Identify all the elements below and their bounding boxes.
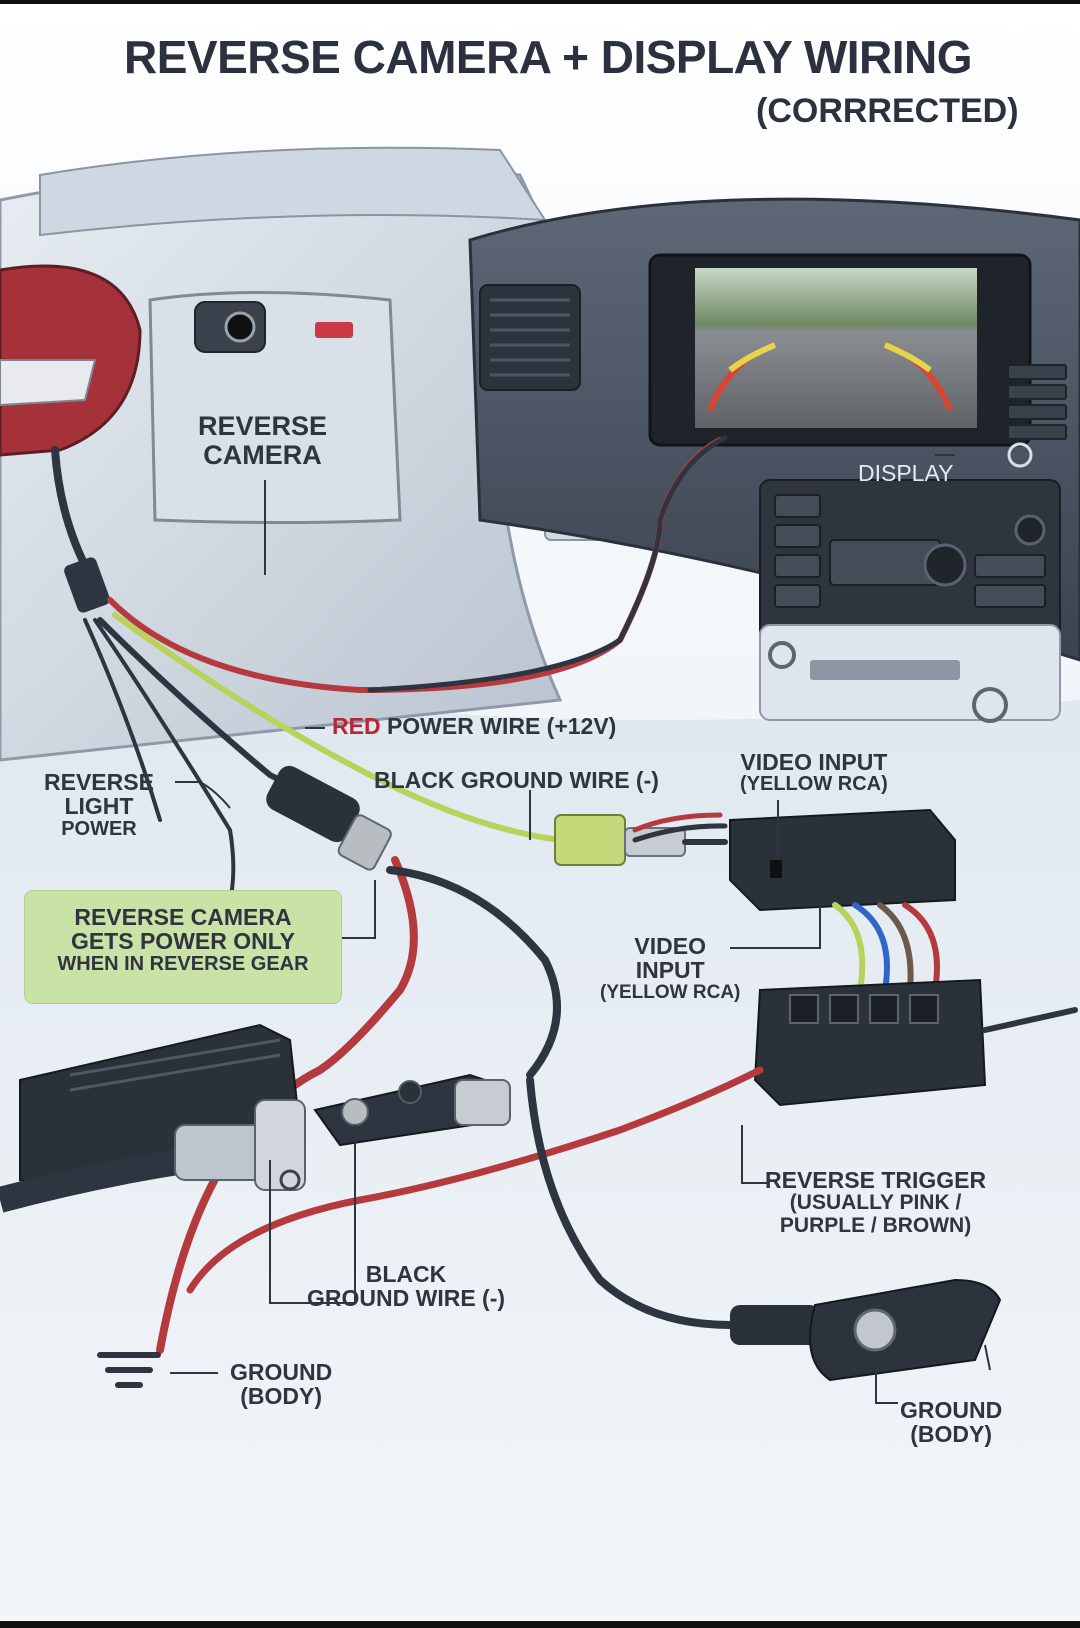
label-reverse-camera: REVERSE CAMERA bbox=[198, 411, 328, 470]
label-black-ground-top: BLACK GROUND WIRE (-) bbox=[374, 767, 659, 793]
ground-bolt-icon bbox=[853, 1308, 897, 1352]
volume-knob bbox=[923, 543, 967, 587]
ground-symbol-icon bbox=[97, 1352, 161, 1388]
callout-box: REVERSE CAMERA GETS POWER ONLY WHEN IN R… bbox=[24, 890, 342, 1004]
label-video-input-mid: VIDEO INPUT (YELLOW RCA) bbox=[600, 933, 741, 1003]
wires bbox=[51, 435, 1078, 1382]
plate-light bbox=[315, 322, 353, 338]
fuse-assembly bbox=[0, 1023, 511, 1213]
yellow-rca-connector bbox=[554, 814, 626, 866]
label-ground-left: GROUND (BODY) bbox=[230, 1359, 333, 1410]
reverse-light-power-wire bbox=[156, 856, 418, 1354]
label-ground-right: GROUND (BODY) bbox=[900, 1397, 1003, 1448]
dashboard bbox=[468, 197, 1080, 723]
label-red-power-wire: RED POWER WIRE (+12V) bbox=[332, 713, 617, 739]
air-vent bbox=[479, 284, 581, 391]
label-reverse-trigger: REVERSE TRIGGER (USUALLY PINK / PURPLE /… bbox=[765, 1167, 987, 1237]
page-title: REVERSE CAMERA + DISPLAY WIRING bbox=[124, 31, 973, 83]
interface-box bbox=[729, 808, 956, 912]
ground-bracket-right bbox=[809, 1278, 1002, 1382]
leader-lines bbox=[170, 454, 991, 1404]
car-rear-body bbox=[0, 146, 616, 762]
page-subtitle: (CORRRECTED) bbox=[756, 92, 1019, 130]
label-black-ground-bottom: BLACK GROUND WIRE (-) bbox=[307, 1261, 506, 1312]
reverse-trigger-wire bbox=[186, 1066, 764, 1294]
display-knob bbox=[1007, 442, 1033, 468]
callout-text: REVERSE CAMERA GETS POWER ONLY WHEN IN R… bbox=[57, 904, 309, 975]
label-reverse-light-power: REVERSE LIGHT POWER bbox=[44, 769, 154, 840]
display-screen bbox=[695, 268, 977, 428]
ground-wire-right bbox=[526, 1076, 734, 1329]
label-video-input-top: VIDEO INPUT (YELLOW RCA) bbox=[740, 749, 888, 796]
camera-lens-icon bbox=[224, 311, 256, 343]
label-display: DISPLAY bbox=[858, 460, 954, 486]
yellow-video-wire bbox=[112, 612, 563, 843]
